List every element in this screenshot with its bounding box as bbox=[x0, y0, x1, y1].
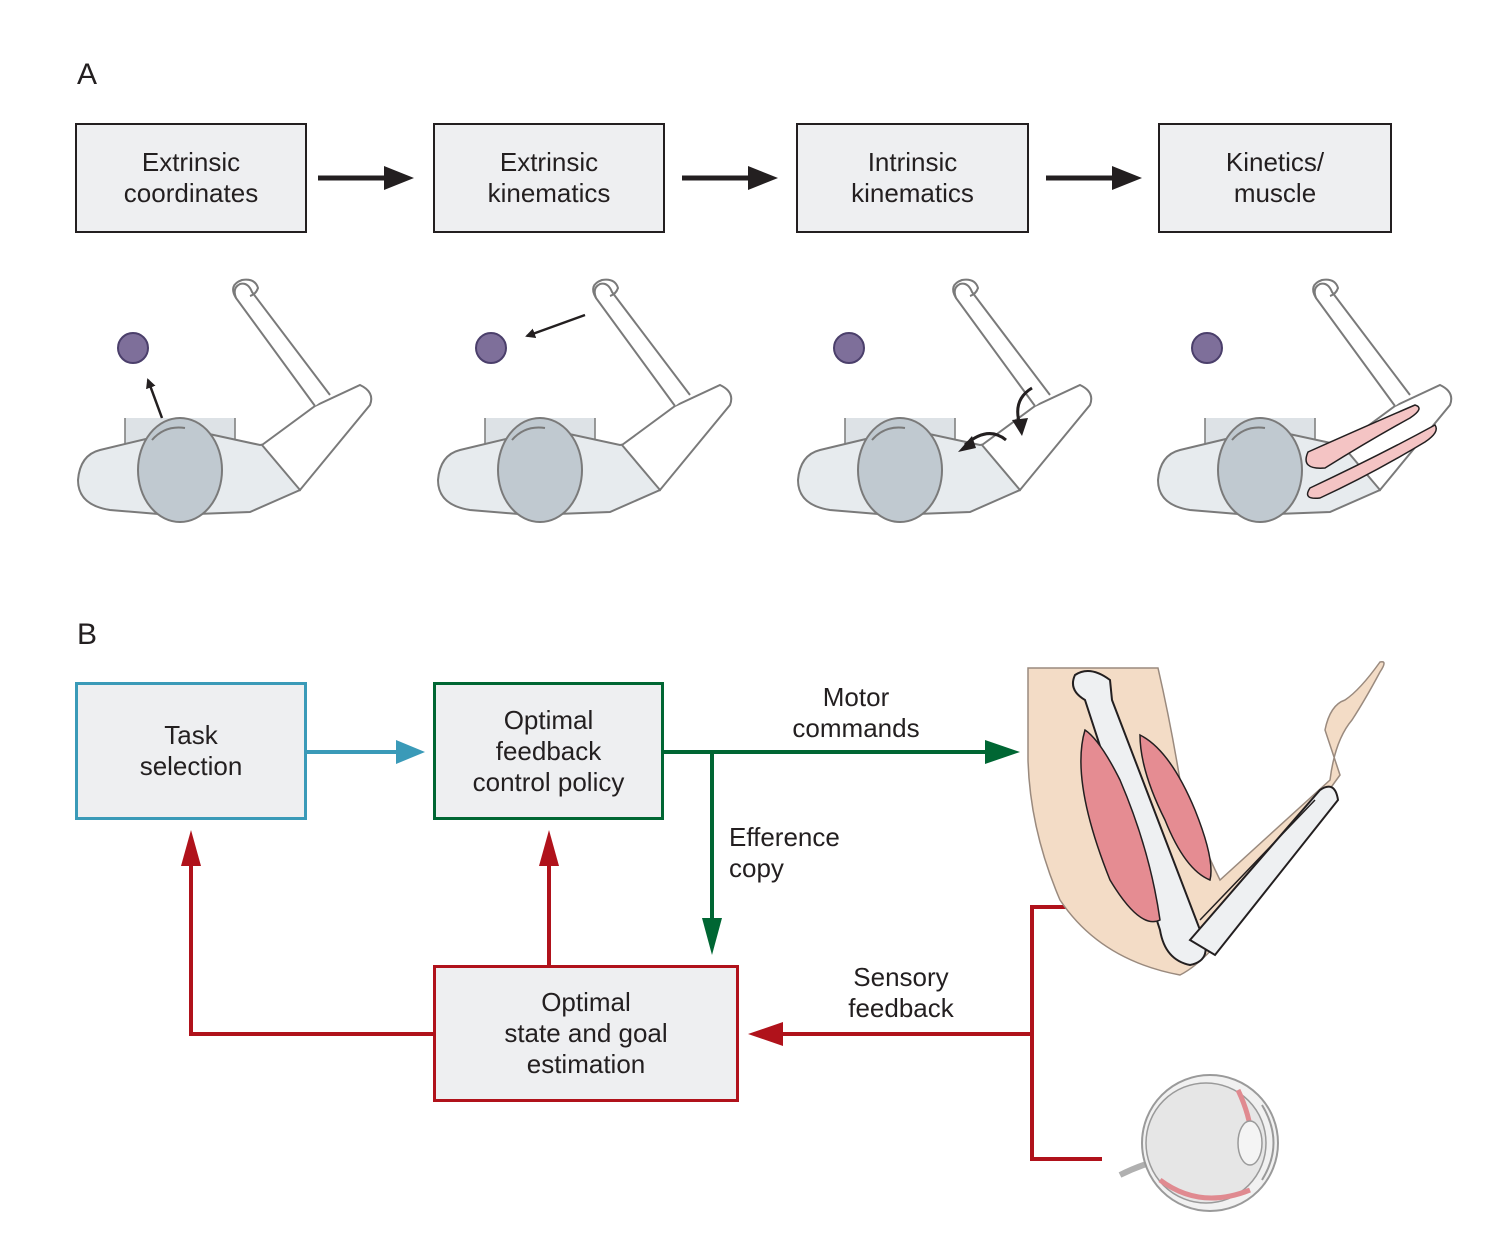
arrow-a3 bbox=[1046, 166, 1142, 190]
box-line: state and goal bbox=[504, 1018, 668, 1048]
box-line: Task bbox=[164, 720, 218, 750]
figure-kinetics-muscle bbox=[1157, 278, 1453, 523]
box-line: Optimal bbox=[541, 987, 631, 1017]
box-line: kinematics bbox=[851, 178, 974, 208]
target-icon bbox=[475, 332, 507, 364]
eye-illustration bbox=[1118, 1074, 1279, 1212]
arrow-sensory-feedback bbox=[748, 905, 1102, 1161]
label-line: Sensory bbox=[853, 962, 949, 992]
label-line: Efference bbox=[729, 822, 840, 852]
box-line: Extrinsic bbox=[141, 147, 241, 177]
target-icon bbox=[833, 332, 865, 364]
box-line: estimation bbox=[526, 1049, 646, 1079]
target-icon bbox=[117, 332, 149, 364]
box-line: feedback bbox=[495, 735, 602, 766]
box-line: Extrinsic bbox=[499, 147, 599, 177]
figure-extrinsic-kinematics bbox=[437, 278, 733, 523]
label-line: commands bbox=[792, 713, 920, 743]
figure-intrinsic-kinematics bbox=[797, 278, 1093, 523]
figure-extrinsic-coordinates bbox=[77, 278, 373, 523]
arrow-estimation-to-policy bbox=[539, 830, 559, 965]
box-line: kinematics bbox=[487, 178, 611, 208]
label-line: feedback bbox=[848, 993, 954, 1023]
label-line: copy bbox=[729, 853, 784, 883]
box-line: Intrinsic bbox=[867, 147, 958, 177]
arrow-task-to-policy bbox=[307, 740, 425, 764]
motor-commands-label: Motor commands bbox=[766, 682, 946, 744]
box-line: Kinetics/ bbox=[1225, 147, 1325, 177]
panel-a-label: A bbox=[77, 58, 98, 91]
efference-copy-label: Efference copy bbox=[729, 822, 840, 884]
box-line: control policy bbox=[472, 766, 625, 797]
box-line: Optimal bbox=[503, 704, 594, 735]
panel-b-label: B bbox=[77, 618, 98, 651]
box-kinetics-muscle: Kinetics/muscle bbox=[1158, 123, 1392, 233]
box-line: muscle bbox=[1233, 178, 1317, 208]
arrow-estimation-to-task bbox=[181, 830, 433, 1036]
target-icon bbox=[1191, 332, 1223, 364]
sensory-feedback-label: Sensory feedback bbox=[826, 962, 976, 1024]
arm-anatomy-illustration bbox=[1027, 660, 1385, 976]
label-line: Motor bbox=[822, 682, 890, 712]
arrow-efference-copy bbox=[702, 752, 722, 955]
box-line: selection bbox=[139, 751, 243, 781]
arrow-a1 bbox=[318, 166, 414, 190]
box-line: coordinates bbox=[123, 178, 259, 208]
arrow-motor-commands bbox=[663, 740, 1020, 764]
arrow-a2 bbox=[682, 166, 778, 190]
